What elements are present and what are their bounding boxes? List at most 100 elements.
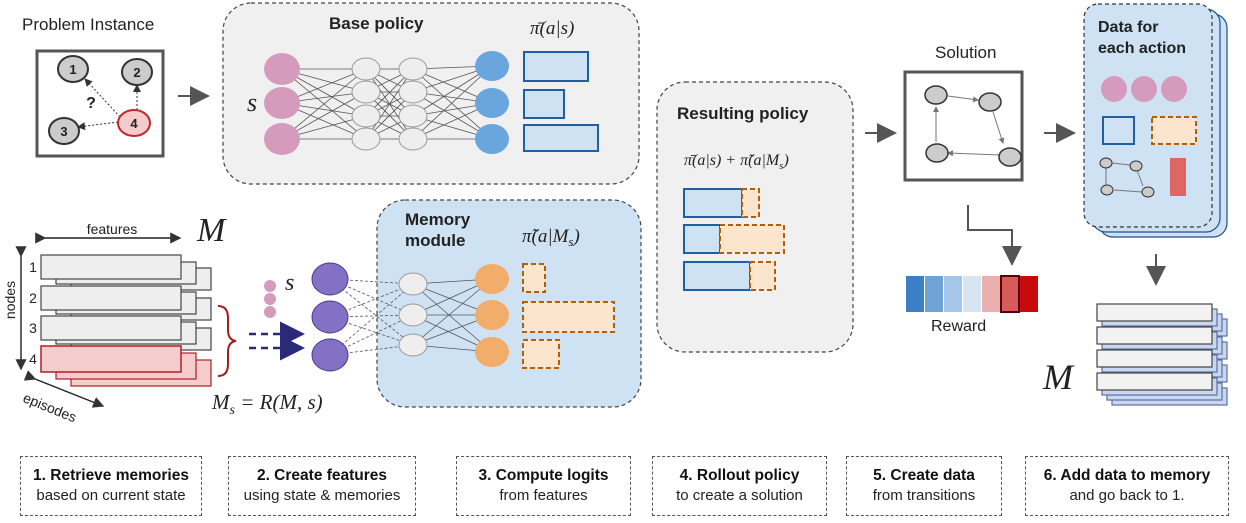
step-6: 6. Add data to memory and go back to 1. [1025, 456, 1229, 516]
row-number-4: 4 [29, 351, 37, 367]
net-edge [329, 314, 414, 318]
resulting-policy-bars [683, 188, 785, 291]
net-node [311, 262, 349, 296]
step-3-title: 3. Compute logits [478, 467, 609, 484]
net-edge [329, 316, 414, 346]
data-solution-graph [1099, 157, 1155, 198]
step-4-sub: to create a solution [676, 487, 803, 504]
net-node [351, 127, 381, 151]
net-node [398, 272, 428, 296]
state-dot-2 [264, 293, 276, 305]
step-3: 3. Compute logits from features [456, 456, 631, 516]
net-edge [412, 283, 493, 353]
reward-label: Reward [931, 318, 986, 335]
graph-node-1-label: 1 [69, 62, 76, 77]
memory-module-bars [522, 263, 615, 369]
net-edge [329, 283, 414, 356]
step-1: 1. Retrieve memories based on current st… [20, 456, 202, 516]
step-5: 5. Create data from transitions [846, 456, 1002, 516]
memory-row-3 [40, 315, 182, 341]
reward-segment [963, 276, 981, 312]
net-node [475, 51, 509, 81]
memory-out-stack [1096, 303, 1228, 406]
memory-module-title-1: Memory [405, 210, 471, 229]
net-node [264, 53, 300, 85]
solution-node-c [925, 143, 949, 163]
data-state-circle-1 [1101, 76, 1127, 102]
step-6-sub: and go back to 1. [1069, 487, 1185, 504]
data-memory-logit [1151, 116, 1197, 145]
step-5-sub: from transitions [872, 487, 976, 504]
step-1-sub: based on current state [36, 487, 186, 504]
data-state-circle-2 [1131, 76, 1157, 102]
features-label: features [87, 221, 138, 237]
base-bar-2 [523, 89, 565, 119]
base-policy-bars [523, 51, 599, 152]
net-node [311, 338, 349, 372]
memory-bar-1 [522, 263, 546, 293]
step-4-title: 4. Rollout policy [679, 467, 800, 484]
memory-module-title-2: module [405, 231, 465, 250]
net-node [351, 80, 381, 104]
resulting-policy-title: Resulting policy [677, 104, 809, 123]
solution-node-d [998, 147, 1022, 167]
retrieval-formula: Ms = R(M, s) [211, 390, 323, 418]
step-3-sub: from features [499, 487, 588, 504]
data-base-logit [1102, 116, 1135, 145]
solution-node-a [924, 85, 948, 105]
row-number-1: 1 [29, 259, 37, 275]
row-number-2: 2 [29, 290, 37, 306]
net-node [475, 300, 509, 330]
net-node [311, 300, 349, 334]
nodes-label: nodes [2, 281, 18, 319]
net-node [264, 87, 300, 119]
graph-node-4 [117, 109, 151, 137]
reward-segment [944, 276, 962, 312]
memory-state-symbol: s [285, 270, 294, 296]
arrow-solution-to-reward [967, 205, 1022, 266]
memory-module-formula: π̃(a|Ms) [522, 226, 580, 249]
data-state-circle-3 [1161, 76, 1187, 102]
memory-row-4 [40, 345, 182, 373]
memory-module-panel [376, 199, 642, 408]
memory-row-1 [40, 254, 182, 280]
memory-module-network [311, 262, 509, 372]
state-dot-3 [264, 306, 276, 318]
net-edge [329, 278, 414, 285]
net-node [351, 104, 381, 128]
memory-row-2 [40, 285, 182, 311]
result-orange-bar-2 [719, 224, 785, 254]
net-node [475, 88, 509, 118]
step-1-title: 1. Retrieve memories [33, 467, 189, 484]
solution-title: Solution [935, 43, 996, 62]
net-edge [412, 65, 493, 140]
retrieval-brace [217, 305, 237, 377]
net-node [398, 104, 428, 128]
result-blue-bar-2 [683, 224, 721, 254]
graph-node-3 [48, 117, 80, 145]
graph-node-3-label: 3 [60, 124, 67, 139]
reward-segment [1020, 276, 1038, 312]
net-node [398, 80, 428, 104]
net-node [475, 264, 509, 294]
memory-table: 1 2 3 4 [29, 254, 212, 387]
reward-segment [925, 276, 943, 312]
memory-out-row [1096, 349, 1213, 368]
data-reward-bar [1170, 158, 1186, 196]
base-policy-network [264, 51, 509, 155]
memory-out-row [1096, 372, 1213, 391]
step-5-title: 5. Create data [873, 467, 975, 484]
problem-graph: 1 2 3 4 ? [48, 55, 153, 145]
result-orange-bar-3 [749, 261, 776, 291]
step-4: 4. Rollout policy to create a solution [652, 456, 827, 516]
reward-bar [906, 275, 1038, 313]
graph-node-4-label: 4 [130, 116, 138, 131]
reward-segment [1000, 275, 1020, 313]
memory-bar-2 [522, 301, 615, 333]
graph-node-1 [57, 55, 89, 83]
state-dot-1 [264, 280, 276, 292]
net-edge [281, 68, 367, 140]
resulting-policy-formula: π̄(a|s) + π̃(a|Ms) [684, 152, 789, 172]
solution-graph [924, 85, 1022, 167]
net-node [475, 337, 509, 367]
